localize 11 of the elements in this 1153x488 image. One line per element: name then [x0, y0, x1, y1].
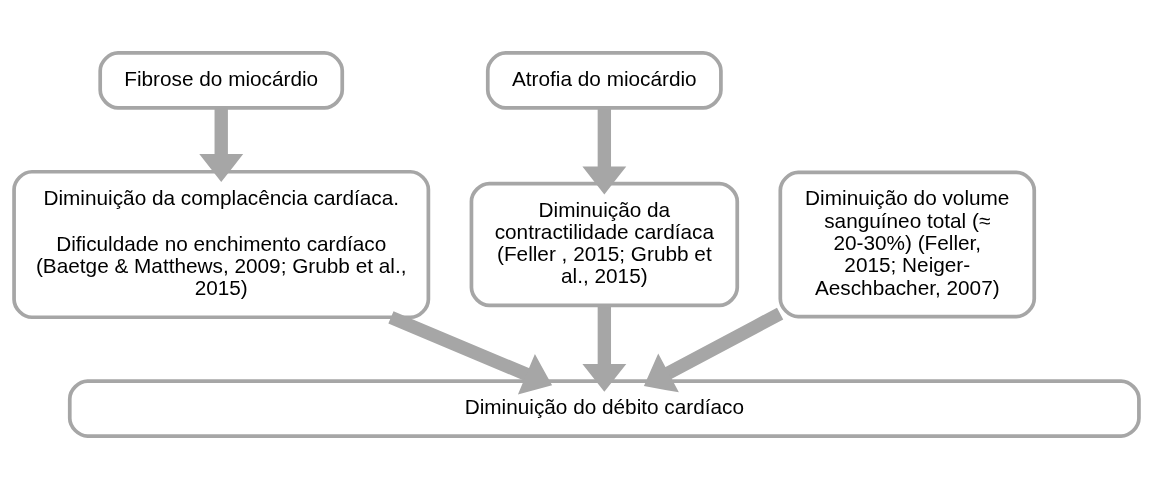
node-box: Diminuição da contractilidade cardíaca (Feller , 2015; Grubb et al., 2015) [469, 181, 740, 307]
arrow [643, 307, 784, 392]
node-box: Fibrose do miocárdio [98, 50, 345, 110]
arrow [199, 108, 244, 182]
node-box: Diminuição da complacência cardíaca. Dificuldade no enchimento cardíaco (Baetge & Matthews, 2009; Grubb et al., 2015) [12, 169, 431, 319]
node-box: Atrofia do miocárdio [485, 50, 723, 110]
node-box: Diminuição do volume sanguíneo total (≈ 20-30%) (Feller, 2015; Neiger-Aeschbacher, 2007) [778, 170, 1037, 318]
node-box: Diminuição do débito cardíaco [67, 378, 1141, 438]
arrow [388, 310, 553, 395]
arrow [582, 108, 627, 194]
arrow [582, 305, 627, 392]
